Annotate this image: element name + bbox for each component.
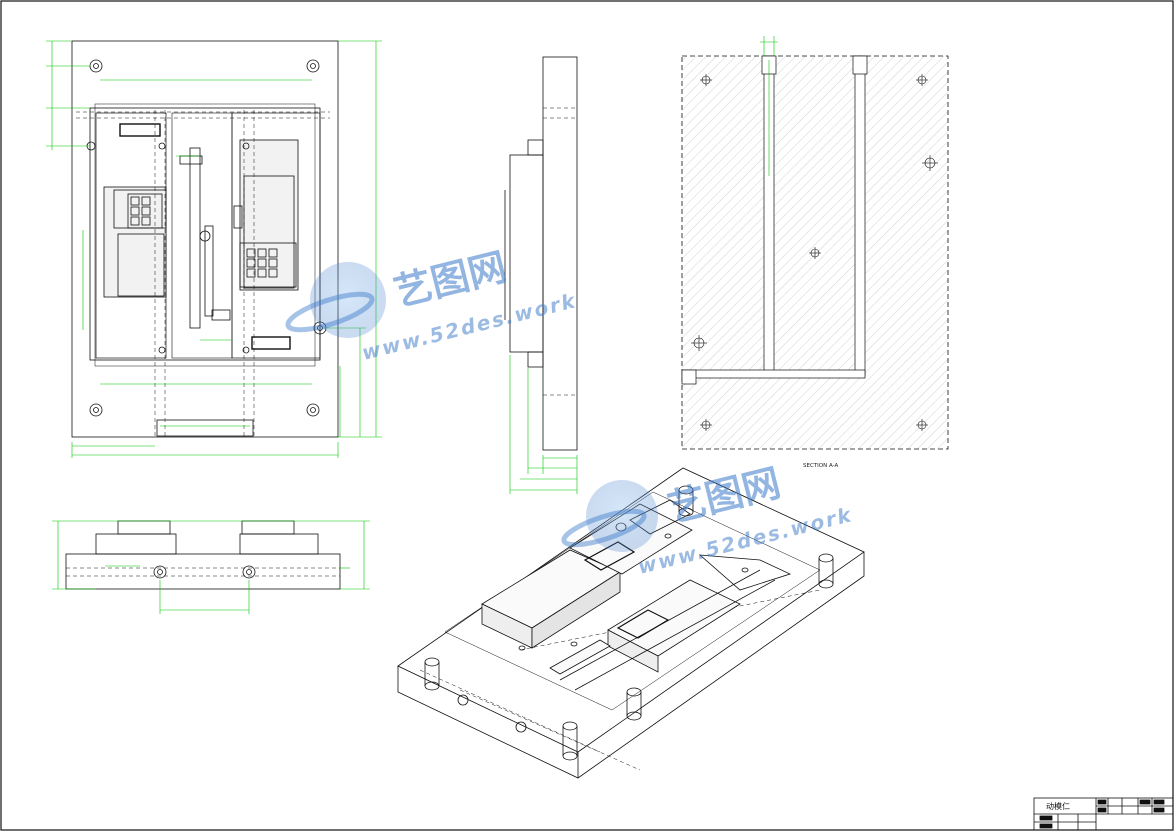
watermark-brand: 艺图网	[390, 244, 511, 314]
section-label: SECTION A-A	[803, 463, 838, 469]
side-view-dimensions	[509, 355, 578, 494]
section-view: SECTION A-A	[681, 36, 949, 469]
watermark-brand: 艺图网	[664, 460, 785, 530]
watermark-1: 艺图网 www.52des.work	[285, 244, 579, 365]
side-view	[504, 56, 578, 451]
isometric-view	[397, 467, 865, 779]
title-block	[1033, 797, 1174, 831]
bottom-view-dimensions	[52, 520, 370, 614]
plan-view	[71, 40, 339, 438]
watermark-url: www.52des.work	[359, 288, 579, 365]
plan-view-dimensions	[46, 40, 382, 458]
title-block-part-name: 动模仁	[1046, 801, 1070, 811]
bottom-view	[65, 520, 341, 590]
globe-logo-icon	[561, 480, 658, 552]
globe-logo-icon	[285, 262, 386, 338]
